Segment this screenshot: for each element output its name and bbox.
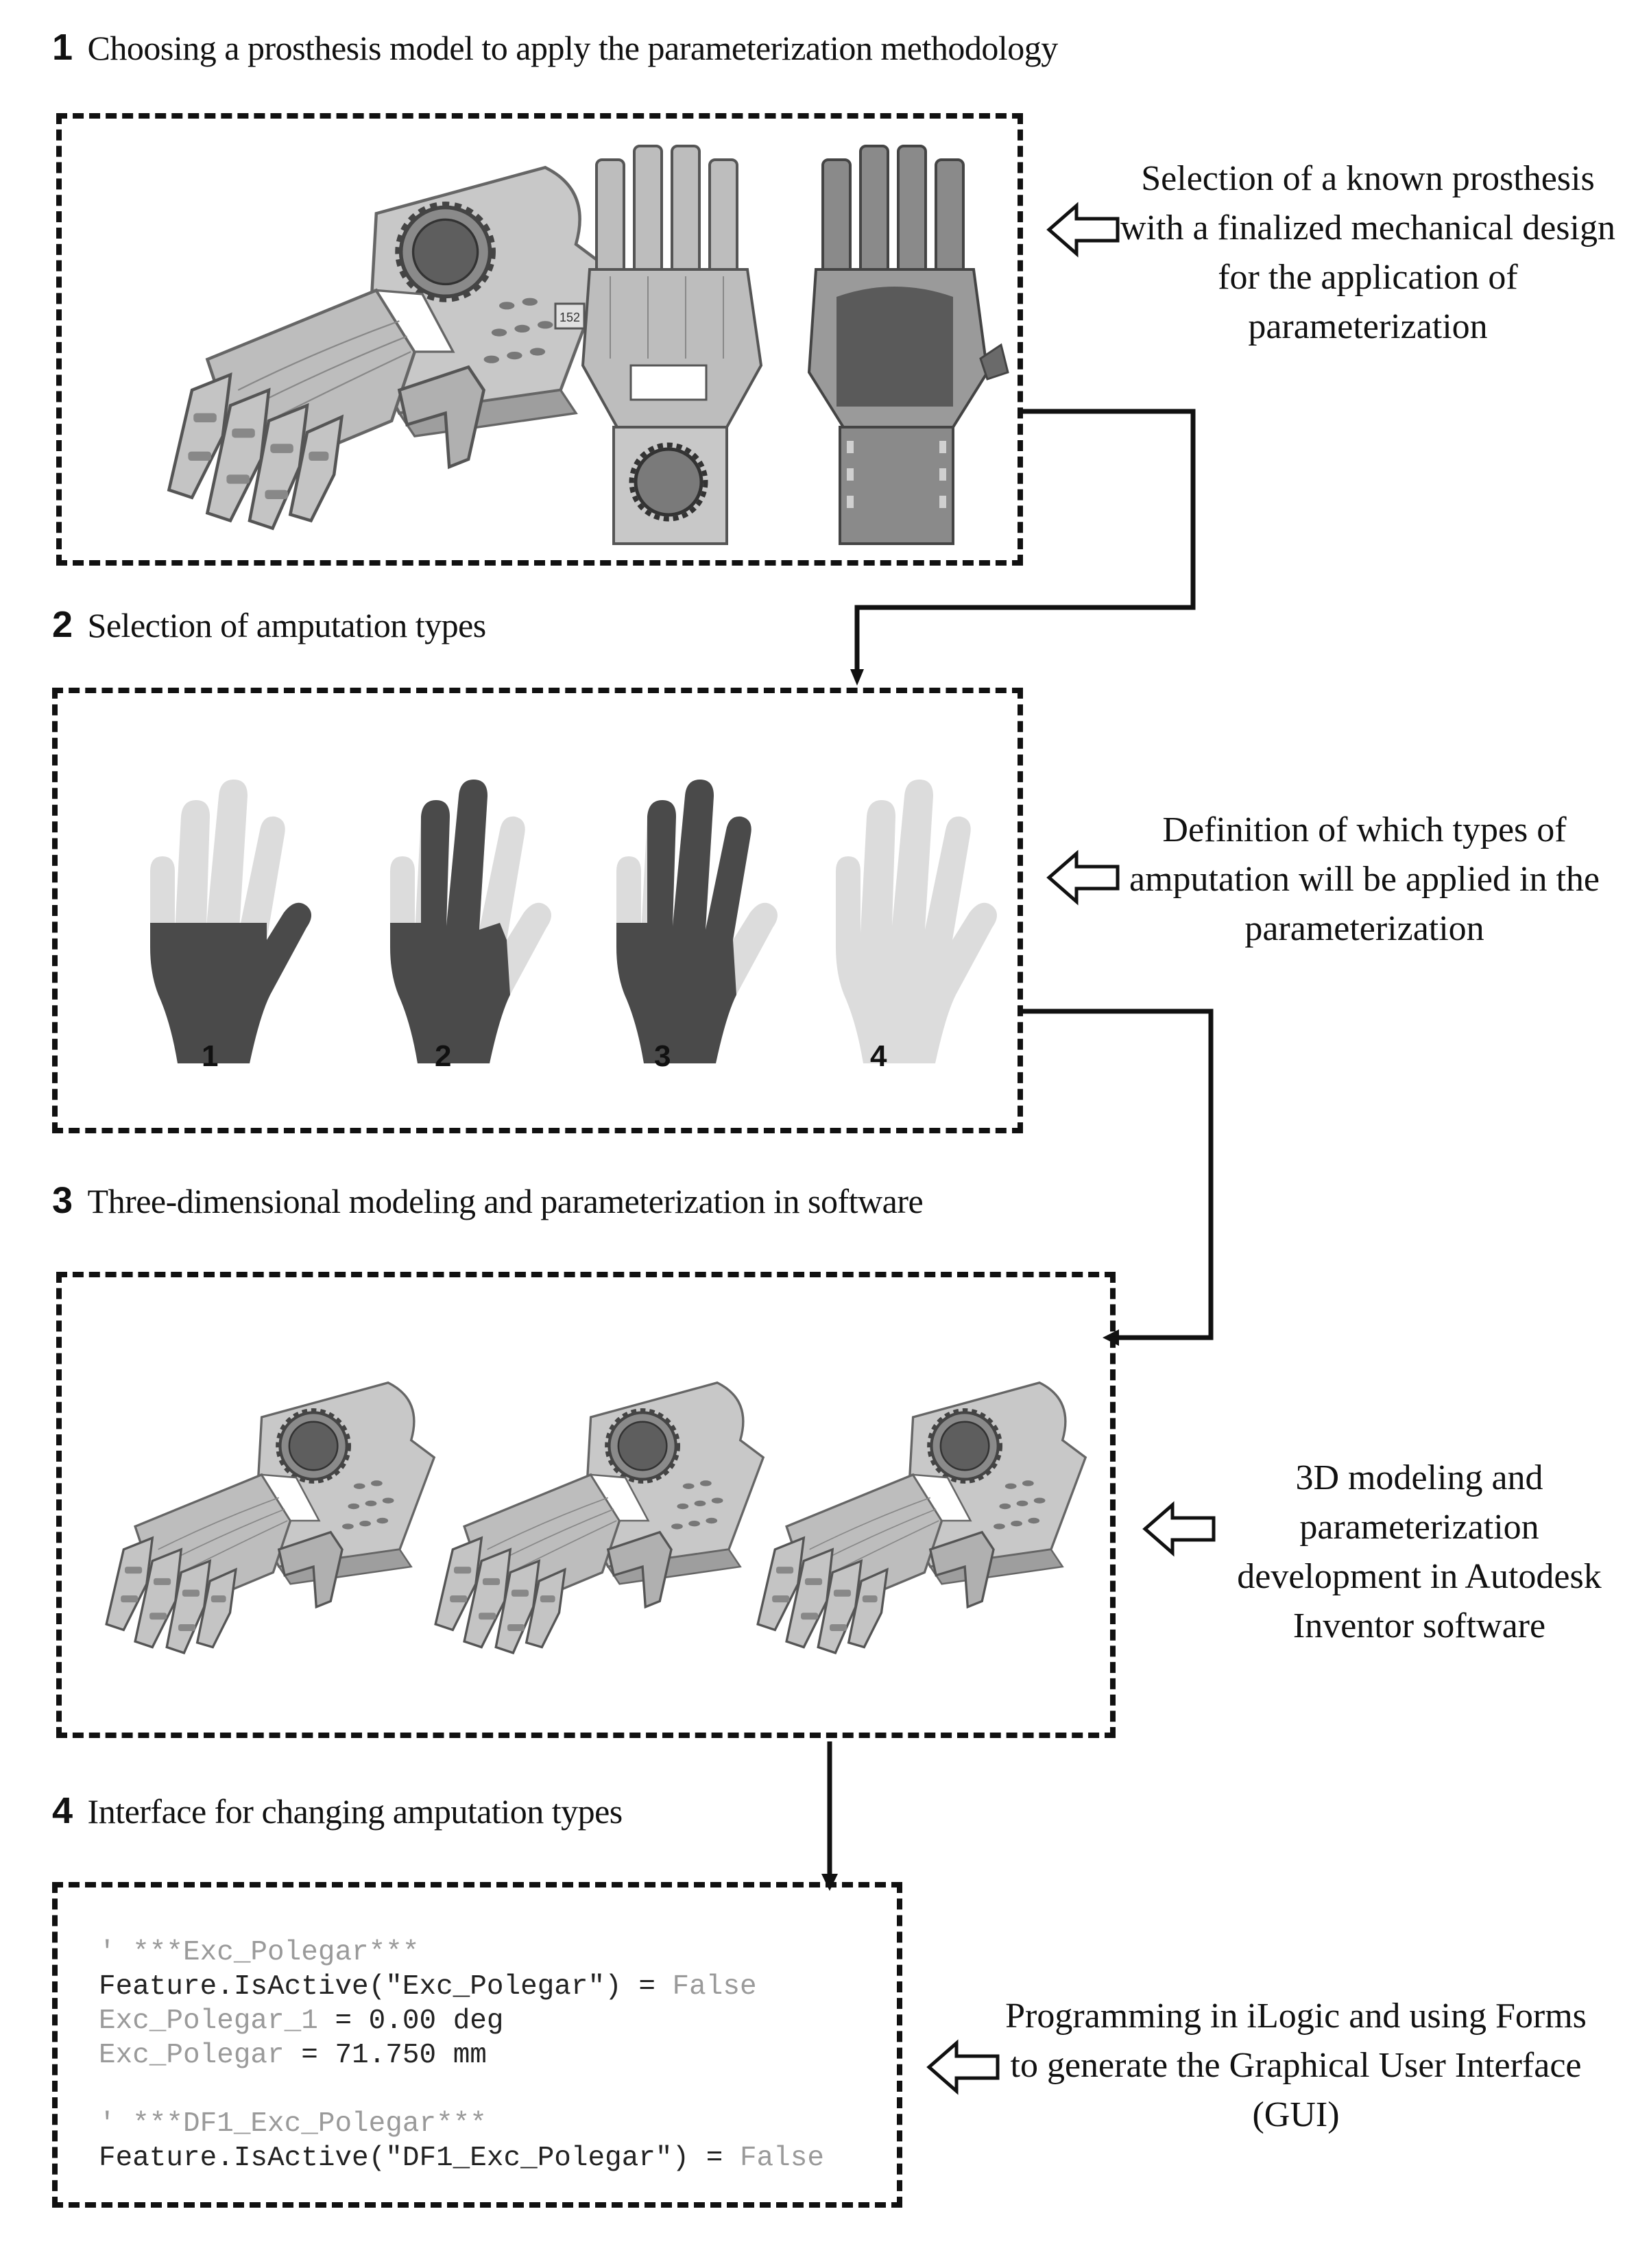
code-value-false-1: False <box>672 1971 757 2003</box>
ilogic-code-block: ' ***Exc_Polegar*** Feature.IsActive("Ex… <box>99 1935 824 2175</box>
amputation-hand-1 <box>150 780 311 1063</box>
code-comment-exc-polegar: ' ***Exc_Polegar*** <box>99 1937 420 1968</box>
connector-arrow-1-2 <box>850 409 1196 686</box>
prosthesis-model-partial <box>741 1366 1097 1675</box>
prosthesis-isometric-view <box>144 160 624 544</box>
step-3-title-text: Three-dimensional modeling and parameter… <box>87 1182 924 1220</box>
step-1-description: Selection of a known prosthesis with a f… <box>1120 159 1615 346</box>
outline-arrow-left-icon <box>926 2039 1000 2095</box>
step-1-title: 1 Choosing a prosthesis model to apply th… <box>52 26 1058 69</box>
code-name-exc-polegar: Exc_Polegar <box>99 2040 285 2071</box>
amputation-hand-2 <box>390 780 551 1063</box>
step-3-title: 3 Three-dimensional modeling and paramete… <box>52 1179 924 1222</box>
amputation-hand-4 <box>836 780 997 1063</box>
step-1-number: 1 <box>52 27 73 68</box>
step-2-description: Definition of which types of amputation … <box>1129 810 1600 948</box>
step-3-description: 3D modeling and parameterization develop… <box>1237 1458 1602 1645</box>
prosthesis-part-label: 152 <box>559 311 580 324</box>
step-2-frame: 1 2 3 4 <box>52 688 1023 1133</box>
amputation-label-3: 3 <box>654 1039 671 1073</box>
step-4-description: Programming in iLogic and using Forms to… <box>1005 1996 1587 2134</box>
code-line-isactive-1: Feature.IsActive("Exc_Polegar") = <box>99 1971 673 2003</box>
amputation-label-4: 4 <box>870 1039 887 1073</box>
code-comment-df1: ' ***DF1_Exc_Polegar*** <box>99 2108 487 2140</box>
amputation-hand-3 <box>616 780 778 1063</box>
step-2-title-text: Selection of amputation types <box>87 606 487 644</box>
step-1-title-text: Choosing a prosthesis model to apply the… <box>87 29 1059 67</box>
code-line-isactive-2: Feature.IsActive("DF1_Exc_Polegar") = <box>99 2143 740 2174</box>
step-2-number: 2 <box>52 604 73 645</box>
amputation-label-1: 1 <box>202 1039 219 1073</box>
connector-arrow-3-4 <box>821 1741 838 1891</box>
step-4-number: 4 <box>52 1790 73 1831</box>
code-line-length: = 71.750 mm <box>284 2040 487 2071</box>
step-1-frame: 152 <box>56 113 1023 566</box>
code-line-angle: = 0.00 deg <box>317 2005 504 2037</box>
prosthesis-model-full <box>89 1366 446 1675</box>
step-4-title-text: Interface for changing amputation types <box>87 1792 623 1831</box>
outline-arrow-left-icon <box>1046 849 1120 906</box>
step-3-number: 3 <box>52 1180 73 1221</box>
step-4-frame: ' ***Exc_Polegar*** Feature.IsActive("Ex… <box>52 1882 902 2208</box>
prosthesis-front-view: 152 <box>554 145 763 545</box>
code-name-exc-polegar-1: Exc_Polegar_1 <box>99 2005 318 2037</box>
code-value-false-2: False <box>739 2143 824 2174</box>
step-2-title: 2 Selection of amputation types <box>52 603 486 646</box>
step-3-frame <box>56 1272 1116 1738</box>
amputation-label-2: 2 <box>435 1039 452 1073</box>
outline-arrow-left-icon <box>1046 202 1120 258</box>
prosthesis-back-view <box>807 145 1009 545</box>
outline-arrow-left-icon <box>1142 1501 1216 1557</box>
step-4-title: 4 Interface for changing amputation types <box>52 1789 623 1832</box>
prosthesis-model-no-fingers <box>418 1366 775 1675</box>
